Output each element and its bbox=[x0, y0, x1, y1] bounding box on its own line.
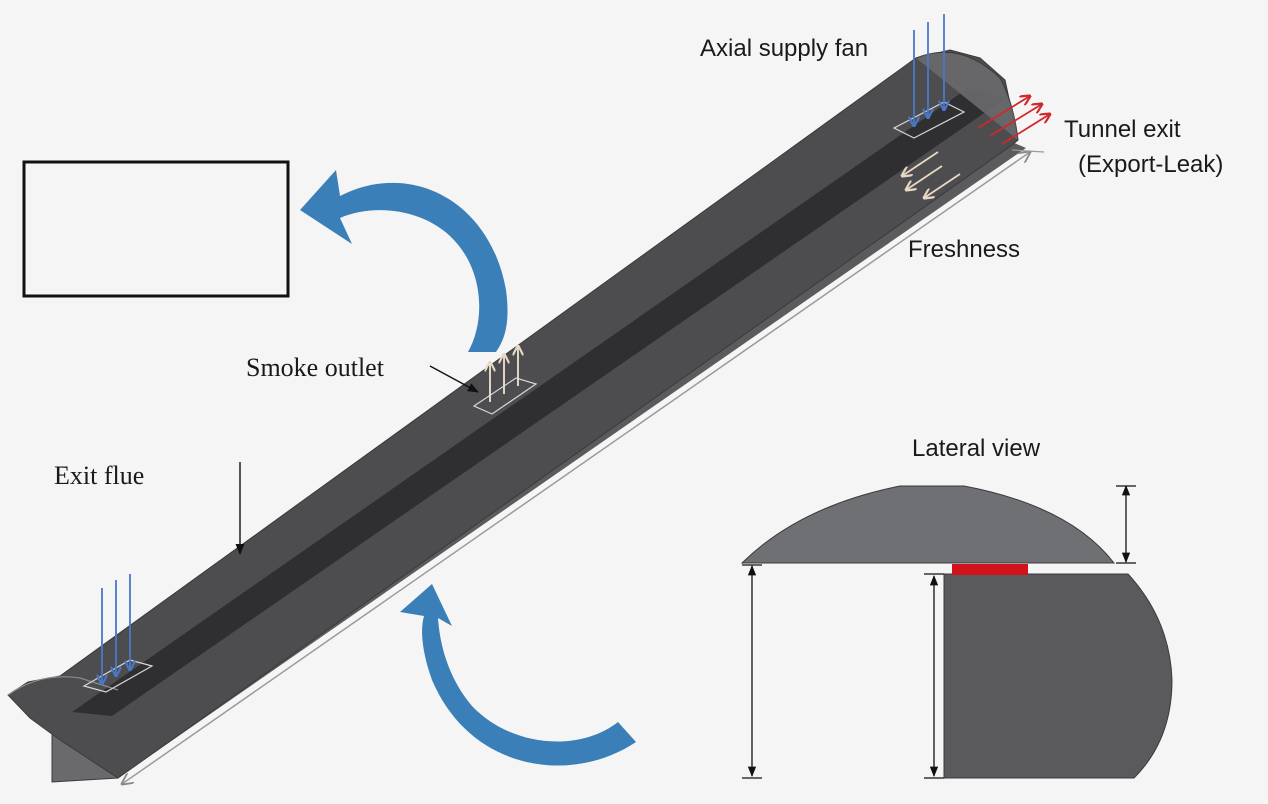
smoke-outlet-pointer bbox=[429, 365, 479, 393]
freshness-arrow-1 bbox=[902, 151, 939, 176]
curved-arrow-lower bbox=[400, 584, 636, 766]
tunnel-near-cap bbox=[7, 676, 119, 696]
exit-arrow-2 bbox=[989, 104, 1042, 137]
freshness-arrow-2 bbox=[906, 165, 943, 190]
curved-arrow-upper bbox=[300, 170, 508, 352]
tunnel-length-tick bbox=[1011, 149, 1045, 153]
label-axial-supply-fan: Axial supply fan bbox=[700, 35, 868, 62]
lateral-roof bbox=[740, 485, 1116, 564]
label-exit-flue: Exit flue bbox=[54, 461, 144, 490]
smoke-outlet bbox=[429, 346, 538, 415]
tunnel-body bbox=[7, 49, 1045, 784]
exit-arrow-1 bbox=[977, 96, 1030, 129]
freshness-arrow-3 bbox=[924, 173, 961, 198]
freshness-arrows bbox=[902, 151, 961, 198]
supply-fan-area bbox=[892, 14, 966, 139]
smoke-outlet-outline bbox=[472, 377, 538, 415]
tunnel-exit-arrows bbox=[977, 96, 1050, 145]
label-smoke-outlet: Smoke outlet bbox=[246, 353, 385, 382]
label-tunnel-exit-sub: (Export-Leak) bbox=[1078, 151, 1223, 178]
label-lateral-view: Lateral view bbox=[912, 435, 1041, 462]
lateral-smoke-outlet bbox=[952, 564, 1028, 575]
label-freshness: Freshness bbox=[908, 236, 1020, 263]
near-fan-area bbox=[82, 574, 154, 693]
exit-arrow-3 bbox=[1001, 114, 1050, 145]
label-tunnel-exit: Tunnel exit bbox=[1064, 116, 1181, 143]
lateral-view-section bbox=[740, 484, 1173, 779]
empty-box bbox=[22, 160, 290, 298]
tunnel-length-dimension bbox=[122, 152, 1030, 784]
lateral-body bbox=[943, 573, 1173, 779]
